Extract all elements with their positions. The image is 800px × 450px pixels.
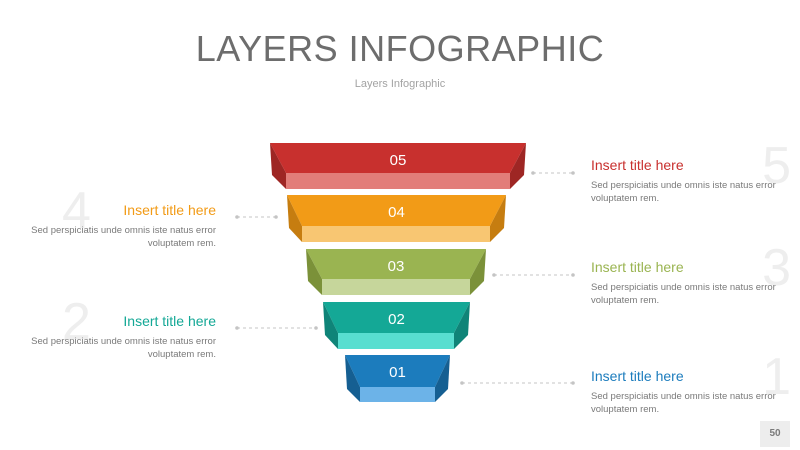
item-1-title: Insert title here [591, 368, 684, 384]
connector-dot-1-start [460, 381, 464, 385]
connector-dot-3-start [492, 273, 496, 277]
layer-03-front [322, 279, 470, 295]
connector-dot-5-end [571, 171, 575, 175]
item-3-description: Sed perspiciatis unde omnis iste natus e… [591, 282, 776, 306]
layer-02-right-side [454, 302, 470, 349]
connector-dot-3-end [571, 273, 575, 277]
item-4: 4 Insert title here Sed perspiciatis und… [26, 185, 216, 250]
page-title: LAYERS INFOGRAPHIC [195, 28, 605, 69]
layer-05-front [286, 173, 510, 189]
layer-04-left-side [287, 195, 302, 242]
item-4-title: Insert title here [123, 202, 216, 218]
item-1-description: Sed perspiciatis unde omnis iste natus e… [591, 391, 776, 415]
connector-dot-4-end [274, 215, 278, 219]
layer-05-label: 05 [390, 152, 407, 169]
item-4-number: 4 [62, 182, 91, 240]
page-subtitle: Layers Infographic [354, 78, 446, 90]
item-3-title: Insert title here [591, 259, 684, 275]
page-number: 50 [760, 421, 790, 447]
layer-01-front [360, 387, 435, 402]
layer-04-top [287, 195, 506, 226]
connector-dot-2-start [235, 326, 239, 330]
connector-dot-4-start [235, 215, 239, 219]
item-3: 3 Insert title here Sed perspiciatis und… [591, 242, 791, 307]
layer-05-right-side [510, 143, 526, 189]
layer-03-label: 03 [388, 258, 405, 275]
layer-02-left-side [323, 302, 338, 349]
layer-04-label: 04 [388, 204, 405, 221]
layer-01-left-side [345, 355, 360, 402]
item-2-title: Insert title here [123, 313, 216, 329]
item-5-description: Sed perspiciatis unde omnis iste natus e… [591, 180, 776, 204]
item-2-number: 2 [62, 293, 91, 351]
layer-04-right-side [490, 195, 506, 242]
item-5-number: 5 [762, 137, 791, 195]
layer-02-top [323, 302, 470, 333]
item-1: 1 Insert title here Sed perspiciatis und… [591, 351, 791, 416]
layer-03-right-side [470, 249, 486, 295]
layer-04-front [302, 226, 490, 242]
connector-dot-5-start [531, 171, 535, 175]
item-3-number: 3 [762, 239, 791, 297]
item-2-description: Sed perspiciatis unde omnis iste natus e… [31, 336, 216, 360]
connector-dot-1-end [571, 381, 575, 385]
layer-02-label: 02 [388, 311, 405, 328]
layer-05-left-side [270, 143, 286, 189]
layer-03-left-side [306, 249, 322, 295]
layer-05-top [270, 143, 526, 173]
item-2: 2 Insert title here Sed perspiciatis und… [26, 296, 216, 361]
item-1-number: 1 [762, 348, 791, 406]
layer-01-label: 01 [389, 364, 406, 381]
item-5-title: Insert title here [591, 157, 684, 173]
layer-01-top [345, 355, 450, 387]
layer-03-top [306, 249, 486, 279]
item-5: 5 Insert title here Sed perspiciatis und… [591, 140, 791, 205]
connector-dot-2-end [314, 326, 318, 330]
layer-01-right-side [435, 355, 450, 402]
item-4-description: Sed perspiciatis unde omnis iste natus e… [31, 225, 216, 249]
layer-02-front [338, 333, 454, 349]
